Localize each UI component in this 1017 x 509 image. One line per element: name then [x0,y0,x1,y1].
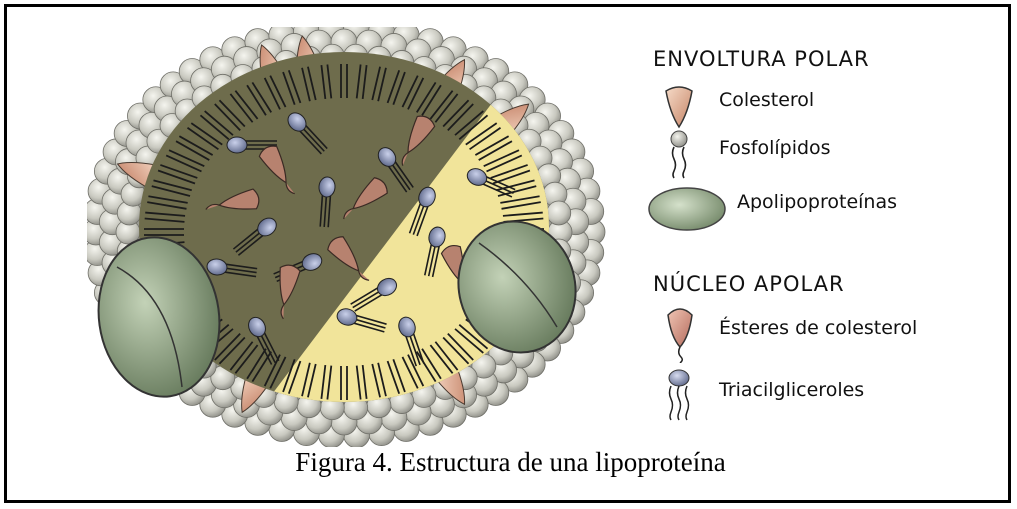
triacylglycerol-icon [663,369,695,421]
apolipoprotein-icon [645,184,729,234]
legend-label-esteres-de-colesterol: Ésteres de colesterol [719,317,917,339]
legend-label-triacilgliceroles: Triacilgliceroles [719,379,864,401]
nucleo-apolar-title: NÚCLEO APOLAR [653,272,845,296]
phospholipid-icon [664,129,694,179]
legend-label-fosfolipidos: Fosfolípidos [719,137,831,159]
legend-label-colesterol: Colesterol [719,89,814,111]
envoltura-polar-title: ENVOLTURA POLAR [653,47,870,71]
figure-caption: Figura 4. Estructura de una lipoproteína [7,447,1014,478]
figure-frame: ENVOLTURA POLAR Colesterol Fosfolípidos … [4,4,1011,503]
legend-label-apolipoproteinas: Apolipoproteínas [737,191,897,213]
phospholipid-head [547,201,571,225]
lipoprotein-diagram [87,27,607,447]
cholesterol-ester-icon [665,305,695,363]
cholesterol-icon [662,85,696,131]
